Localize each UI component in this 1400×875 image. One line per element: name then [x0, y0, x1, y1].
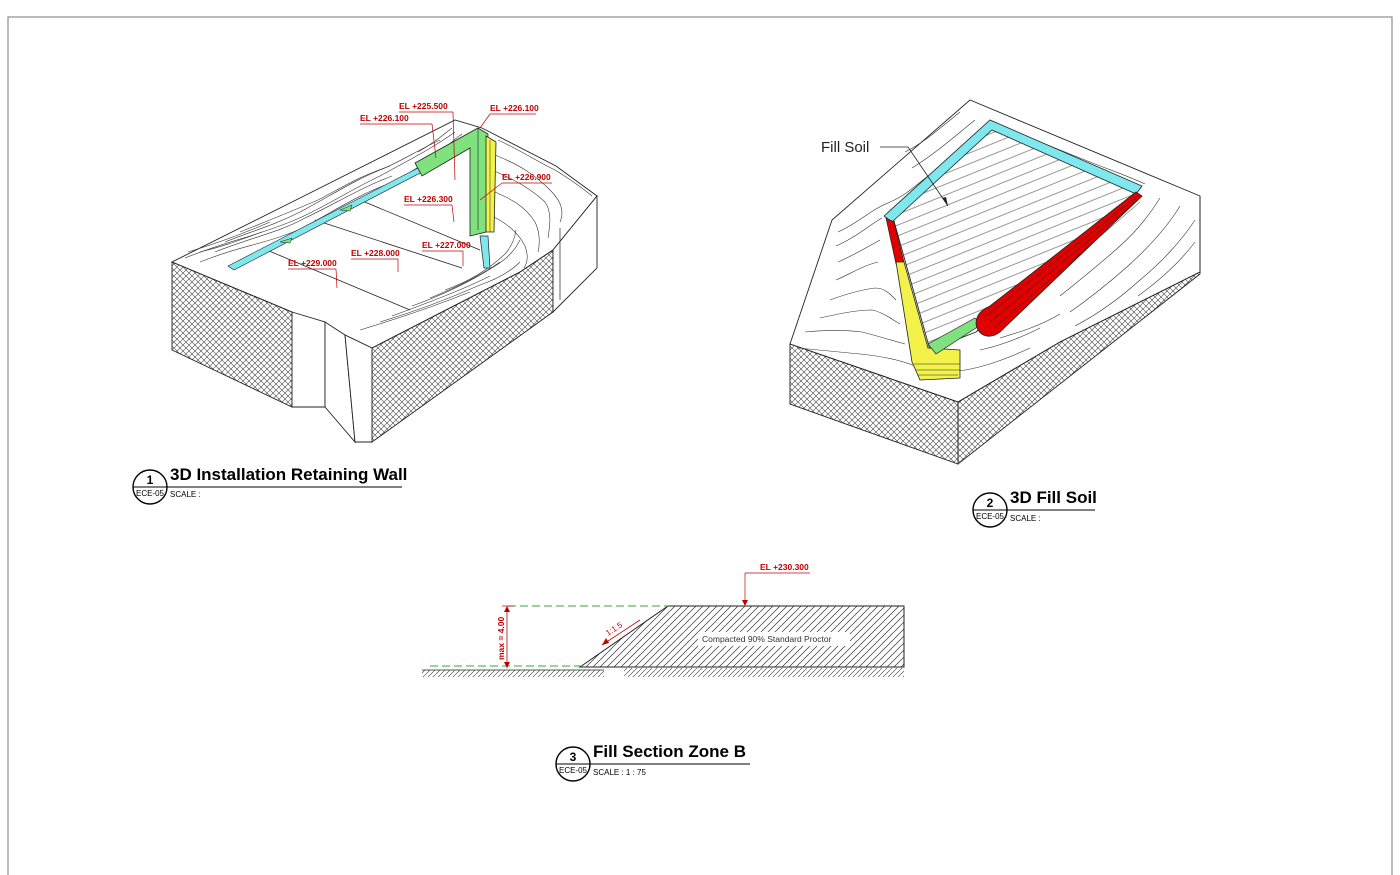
fill-red-right-wall [975, 191, 1143, 337]
el-label-7: EL +228.000 [351, 248, 400, 258]
slope-ratio: 1:1.5 [604, 620, 624, 638]
el-label-6: EL +227.000 [422, 240, 471, 250]
svg-text:ECE-05: ECE-05 [976, 512, 1005, 521]
terrain-contours [184, 127, 593, 331]
el-label-8: EL +229.000 [288, 258, 337, 268]
elevation-labels: EL +225.500 EL +226.100 EL +226.100 EL +… [288, 101, 552, 289]
terrain-notch [291, 311, 326, 408]
wall-yellow-segment [485, 135, 497, 233]
wall-green-segment [414, 127, 489, 237]
height-dimension: max = 4.00 [496, 616, 506, 660]
svg-text:3: 3 [570, 750, 577, 764]
drawing-1-scale: SCALE : [170, 490, 201, 499]
drawing-3-title: Fill Section Zone B [593, 742, 746, 761]
drawing-1-retaining-wall: EL +225.500 EL +226.100 EL +226.100 EL +… [170, 101, 598, 444]
drawing-3-fill-section: max = 4.00 1:1.5 Compacted 90% Standard … [422, 562, 905, 677]
el-label-3: EL +226.100 [490, 103, 539, 113]
el-label-2: EL +226.100 [360, 113, 409, 123]
title-block-3: 3 ECE-05 Fill Section Zone B SCALE : 1 :… [555, 742, 750, 782]
drawing-2-title: 3D Fill Soil [1010, 488, 1097, 507]
el-label-1: EL +225.500 [399, 101, 448, 111]
svg-text:ECE-05: ECE-05 [136, 489, 165, 498]
sheet-border [7, 16, 1393, 875]
existing-ground-left [422, 670, 604, 677]
el-label-4: EL +226.900 [502, 172, 551, 182]
drawing-2-fill-soil: Fill Soil [789, 99, 1201, 465]
drawing-3-scale: SCALE : 1 : 75 [593, 768, 646, 777]
svg-text:1: 1 [147, 473, 154, 487]
fill-soil-callout: Fill Soil [821, 139, 869, 156]
title-block-1: 1 ECE-05 3D Installation Retaining Wall … [132, 465, 407, 505]
fill-note: Compacted 90% Standard Proctor [702, 634, 832, 644]
svg-text:ECE-05: ECE-05 [559, 766, 588, 775]
fill-front-face [957, 196, 1201, 465]
svg-text:2: 2 [987, 496, 994, 510]
title-block-2: 2 ECE-05 3D Fill Soil SCALE : [972, 488, 1097, 528]
section-elevation: EL +230.300 [760, 562, 809, 572]
existing-ground-right [624, 668, 904, 677]
el-label-5: EL +226.300 [404, 194, 453, 204]
drawing-1-title: 3D Installation Retaining Wall [170, 465, 407, 484]
drawing-2-scale: SCALE : [1010, 514, 1041, 523]
